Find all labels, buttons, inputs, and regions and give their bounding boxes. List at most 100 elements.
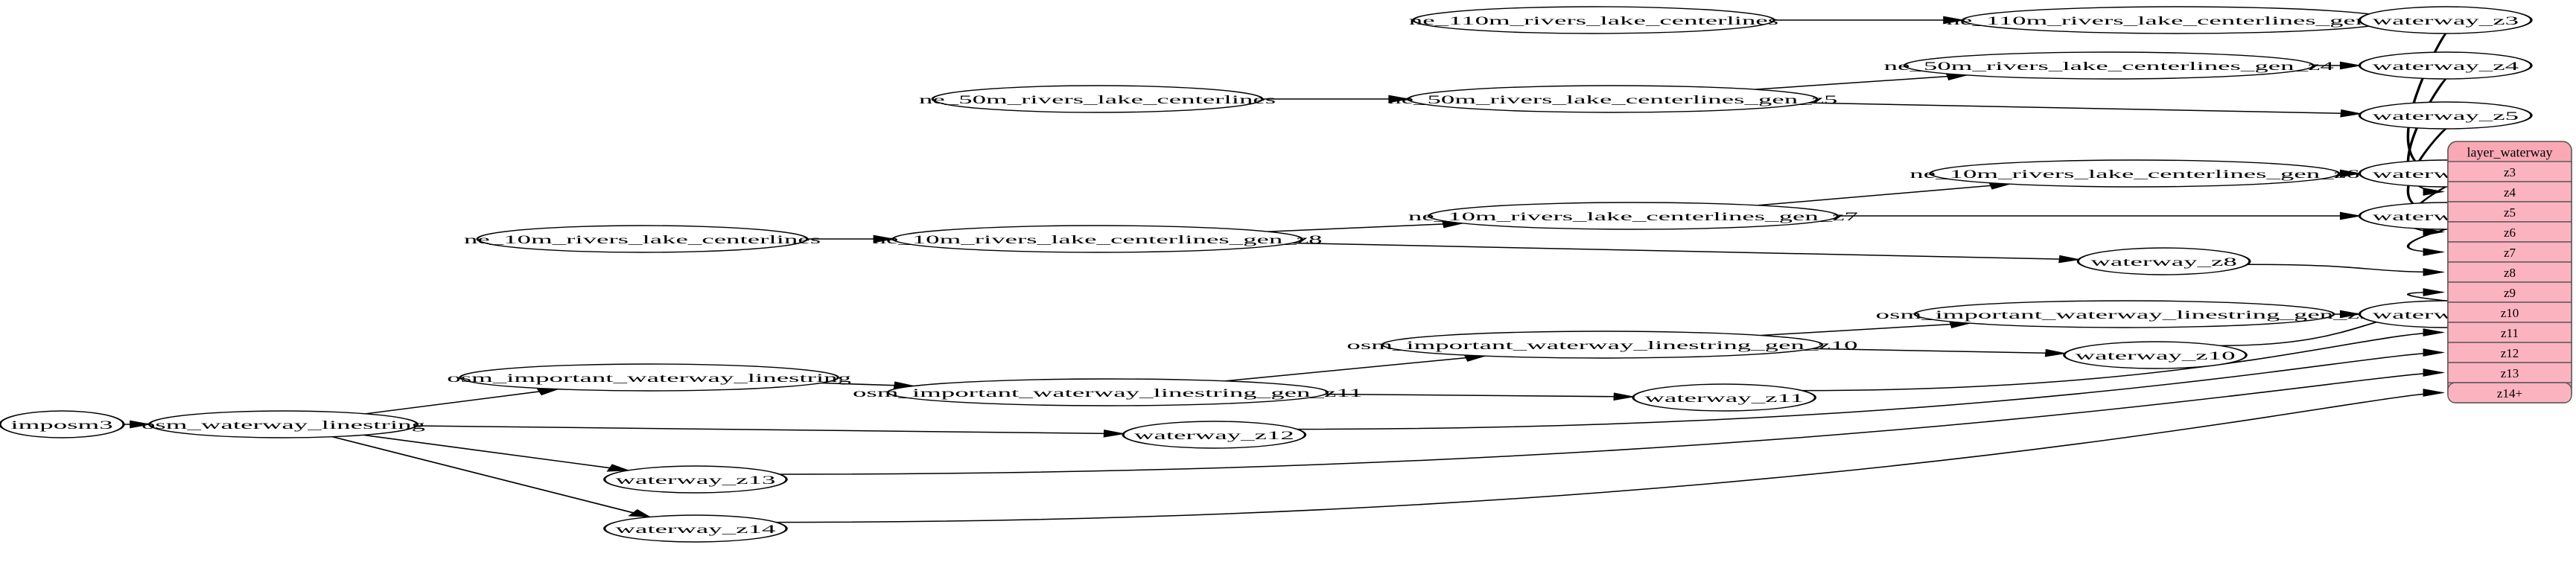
node-ne_110m_rivers_lake_centerlines_gen_z3[interactable]: ne_110m_rivers_lake_centerlines_gen_z3: [1946, 6, 2409, 34]
edge-ne_50m_rivers_lake_centerlines_gen_z5-to-waterway_z5: [1808, 102, 2361, 115]
node-osm_important_waterway_linestring_gen_z9[interactable]: osm_important_waterway_linestring_gen_z9: [1876, 300, 2373, 328]
node-shape-waterway_z4[interactable]: [2358, 51, 2533, 80]
layer-table-cell-z4: z4: [2504, 185, 2516, 200]
edge-arrowhead: [2340, 109, 2363, 118]
edge-osm_important_waterway_linestring_gen_z10-to-osm_important_waterway_linestring_gen_z9: [1761, 322, 1971, 336]
edge-arrowhead: [2339, 169, 2362, 178]
node-shape-osm_important_waterway_linestring_gen_z10[interactable]: [1381, 331, 1824, 359]
node-shape-osm_important_waterway_linestring_gen_z11[interactable]: [886, 378, 1329, 406]
node-ne_110m_rivers_lake_centerlines[interactable]: ne_110m_rivers_lake_centerlines: [1409, 6, 1778, 34]
layer-table-row-z11[interactable]: [2447, 322, 2572, 343]
node-label-osm_important_waterway_linestring_gen_z9: osm_important_waterway_linestring_gen_z9: [1876, 308, 2373, 321]
node-osm_important_waterway_linestring[interactable]: osm_important_waterway_linestring: [447, 363, 851, 392]
edge-arrowhead: [1388, 95, 1411, 103]
node-ne_50m_rivers_lake_centerlines_gen_z4[interactable]: ne_50m_rivers_lake_centerlines_gen_z4: [1884, 51, 2334, 80]
node-shape-waterway_z13[interactable]: [603, 465, 788, 494]
layer-waterway-table[interactable]: layer_waterwayz3z4z5z6z7z8z9z10z11z12z13…: [2447, 141, 2572, 403]
edge-waterway_z8-to-layer_waterway-z8: [2247, 264, 2443, 273]
node-label-ne_110m_rivers_lake_centerlines_gen_z3: ne_110m_rivers_lake_centerlines_gen_z3: [1946, 14, 2408, 27]
node-waterway_z12[interactable]: waterway_z12: [1122, 421, 1307, 449]
node-ne_50m_rivers_lake_centerlines[interactable]: ne_50m_rivers_lake_centerlines: [919, 85, 1276, 113]
layer-table-row-z13[interactable]: [2447, 362, 2572, 383]
edge-arrowhead: [2339, 211, 2362, 220]
layer-table-row-z5[interactable]: [2447, 201, 2572, 223]
node-shape-ne_50m_rivers_lake_centerlines_gen_z4[interactable]: [1903, 51, 2315, 80]
node-shape-osm_important_waterway_linestring_gen_z9[interactable]: [1913, 300, 2335, 328]
node-ne_50m_rivers_lake_centerlines_gen_z5[interactable]: ne_50m_rivers_lake_centerlines_gen_z5: [1387, 85, 1837, 113]
node-shape-ne_10m_rivers_lake_centerlines_gen_z7[interactable]: [1427, 202, 1839, 230]
node-shape-waterway_z11[interactable]: [1632, 383, 1817, 412]
layer-table-cell-z14+: z14+: [2497, 386, 2522, 401]
edge-arrowhead: [1943, 16, 1965, 25]
node-ne_10m_rivers_lake_centerlines_gen_z6[interactable]: ne_10m_rivers_lake_centerlines_gen_z6: [1909, 159, 2359, 188]
layer-table-cell-z5: z5: [2504, 205, 2516, 220]
edge-arrowhead: [2423, 348, 2446, 357]
node-label-waterway_z13: waterway_z13: [615, 473, 775, 486]
node-waterway_z13[interactable]: waterway_z13: [603, 465, 788, 494]
layer-table-row-z12[interactable]: [2447, 342, 2572, 363]
node-shape-waterway_z5[interactable]: [2358, 101, 2533, 130]
edge-waterway_z13-to-layer_waterway-z13: [779, 371, 2443, 475]
node-label-waterway_z5: waterway_z5: [2372, 109, 2519, 122]
node-label-osm_important_waterway_linestring: osm_important_waterway_linestring: [447, 371, 851, 384]
node-osm_important_waterway_linestring_gen_z11[interactable]: osm_important_waterway_linestring_gen_z1…: [853, 378, 1363, 406]
node-shape-imposm3[interactable]: [0, 410, 125, 438]
edge-waterway_z14-to-layer_waterway-z14+: [776, 392, 2443, 523]
layer-table-cell-z8: z8: [2504, 266, 2516, 280]
node-osm_important_waterway_linestring_gen_z10[interactable]: osm_important_waterway_linestring_gen_z1…: [1346, 331, 1858, 359]
node-shape-osm_important_waterway_linestring[interactable]: [459, 363, 839, 392]
node-label-ne_10m_rivers_lake_centerlines_gen_z6: ne_10m_rivers_lake_centerlines_gen_z6: [1909, 167, 2359, 180]
node-osm_waterway_linestring[interactable]: osm_waterway_linestring: [141, 410, 425, 438]
node-shape-ne_10m_rivers_lake_centerlines[interactable]: [476, 225, 809, 253]
node-shape-waterway_z14[interactable]: [603, 514, 788, 543]
node-ne_10m_rivers_lake_centerlines_gen_z7[interactable]: ne_10m_rivers_lake_centerlines_gen_z7: [1408, 202, 1858, 230]
node-shape-osm_waterway_linestring[interactable]: [148, 410, 419, 438]
node-waterway_z8[interactable]: waterway_z8: [2076, 247, 2251, 275]
node-waterway_z3[interactable]: waterway_z3: [2358, 6, 2533, 34]
node-waterway_z14[interactable]: waterway_z14: [603, 514, 788, 543]
node-shape-waterway_z8[interactable]: [2076, 247, 2251, 275]
node-waterway_z11[interactable]: waterway_z11: [1632, 383, 1817, 412]
node-shape-ne_10m_rivers_lake_centerlines_gen_z6[interactable]: [1929, 159, 2341, 188]
node-label-osm_important_waterway_linestring_gen_z11: osm_important_waterway_linestring_gen_z1…: [853, 386, 1363, 399]
layer-table-row-z4[interactable]: [2447, 181, 2572, 202]
layer-table-row-z8[interactable]: [2447, 261, 2572, 283]
node-waterway_z4[interactable]: waterway_z4: [2358, 51, 2533, 80]
layer-table-cell-z9: z9: [2504, 286, 2516, 300]
node-ne_10m_rivers_lake_centerlines_gen_z8[interactable]: ne_10m_rivers_lake_centerlines_gen_z8: [872, 225, 1323, 253]
edge-waterway_z11-to-layer_waterway-z11: [1801, 331, 2443, 392]
node-label-ne_10m_rivers_lake_centerlines_gen_z8: ne_10m_rivers_lake_centerlines_gen_z8: [872, 233, 1322, 246]
node-shape-waterway_z12[interactable]: [1122, 421, 1307, 449]
edge-arrowhead: [2339, 61, 2362, 70]
node-imposm3[interactable]: imposm3: [0, 410, 125, 438]
node-waterway_z10[interactable]: waterway_z10: [2063, 341, 2248, 369]
node-shape-waterway_z3[interactable]: [2358, 6, 2533, 34]
layer-table-row-z14+[interactable]: [2447, 382, 2572, 403]
layer-table-row-z6[interactable]: [2447, 221, 2572, 243]
edge-osm_waterway_linestring-to-waterway_z13: [363, 434, 629, 471]
edge-ne_50m_rivers_lake_centerlines_gen_z5-to-ne_50m_rivers_lake_centerlines_gen_z4: [1755, 74, 1967, 90]
node-shape-waterway_z10[interactable]: [2063, 341, 2248, 369]
layer-table-cell-z13: z13: [2501, 366, 2519, 380]
node-shape-ne_50m_rivers_lake_centerlines_gen_z5[interactable]: [1407, 85, 1819, 113]
node-shape-ne_10m_rivers_lake_centerlines_gen_z8[interactable]: [891, 225, 1303, 253]
node-shape-ne_110m_rivers_lake_centerlines[interactable]: [1412, 6, 1775, 34]
node-shape-ne_50m_rivers_lake_centerlines[interactable]: [931, 85, 1264, 113]
layer-table-row-z3[interactable]: [2447, 161, 2572, 182]
node-waterway_z5[interactable]: waterway_z5: [2358, 101, 2533, 130]
node-label-osm_waterway_linestring: osm_waterway_linestring: [141, 418, 425, 431]
node-ne_10m_rivers_lake_centerlines[interactable]: ne_10m_rivers_lake_centerlines: [464, 225, 821, 253]
edge-arrowhead: [606, 464, 631, 472]
edge-arrowhead: [1613, 392, 1636, 401]
edge-osm_waterway_linestring-to-waterway_z14: [331, 436, 651, 518]
edge-arrowhead: [2058, 255, 2082, 264]
edge-ne_10m_rivers_lake_centerlines_gen_z7-to-ne_10m_rivers_lake_centerlines_gen_z6: [1758, 183, 2010, 206]
layer-table-row-z7[interactable]: [2447, 241, 2572, 263]
node-label-waterway_z14: waterway_z14: [615, 523, 775, 535]
edge-waterway_z12-to-layer_waterway-z12: [1297, 351, 2443, 430]
edge-arrowhead: [2423, 368, 2446, 377]
node-label-osm_important_waterway_linestring_gen_z10: osm_important_waterway_linestring_gen_z1…: [1346, 339, 1857, 351]
layer-table-row-z9[interactable]: [2447, 281, 2572, 303]
layer-table-cell-z12: z12: [2501, 346, 2519, 360]
layer-table-title: layer_waterway: [2467, 145, 2553, 160]
